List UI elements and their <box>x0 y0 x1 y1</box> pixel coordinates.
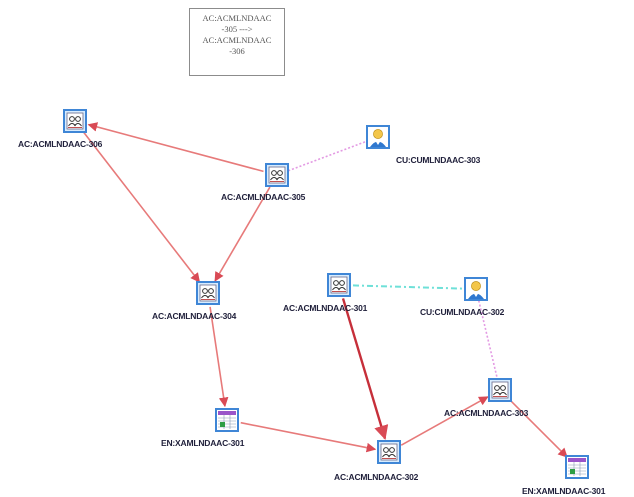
node-label-ac301: AC:ACMLNDAAC-301 <box>283 303 368 313</box>
tooltip-line-1: AC:ACMLNDAAC <box>202 13 272 23</box>
node-label-en301b: EN:XAMLNDAAC-301 <box>522 486 606 496</box>
tooltip-line-2: -305 ---> <box>221 24 253 34</box>
edge-en301a-ac302[interactable] <box>240 421 377 453</box>
node-label-cu303: CU:CUMLNDAAC-303 <box>396 155 481 165</box>
node-ac305[interactable] <box>265 163 289 187</box>
edges-layer <box>82 122 568 458</box>
tooltip-line-3: AC:ACMLNDAAC <box>202 35 272 45</box>
edge-ac305-cu303[interactable] <box>276 136 379 176</box>
node-ac306[interactable] <box>63 109 87 133</box>
edge-ac305-ac306[interactable] <box>87 122 264 173</box>
node-cu303[interactable] <box>366 125 390 149</box>
entity-icon <box>215 408 239 436</box>
edge-ac305-ac304[interactable] <box>214 186 271 282</box>
account-icon <box>488 378 512 406</box>
edge-ac301-cu302[interactable] <box>338 284 477 290</box>
edge-ac303-en301b[interactable] <box>509 399 568 458</box>
customer-icon <box>366 125 390 153</box>
edge-ac301-ac302[interactable] <box>341 298 389 440</box>
edge-ac304-en301a[interactable] <box>209 306 229 408</box>
edge-cu302-ac303[interactable] <box>475 288 501 391</box>
node-label-ac304: AC:ACMLNDAAC-304 <box>152 311 237 321</box>
customer-icon <box>464 277 488 305</box>
node-label-ac302: AC:ACMLNDAAC-302 <box>334 472 419 482</box>
edge-ac306-ac304[interactable] <box>82 131 201 283</box>
account-icon <box>63 109 87 137</box>
node-en301a[interactable] <box>215 408 239 432</box>
node-ac304[interactable] <box>196 281 220 305</box>
account-icon <box>327 273 351 301</box>
tooltip-line-4: -306 <box>229 46 245 56</box>
account-icon <box>196 281 220 309</box>
account-icon <box>265 163 289 191</box>
node-cu302[interactable] <box>464 277 488 301</box>
entity-icon <box>565 455 589 483</box>
node-label-ac303: AC:ACMLNDAAC-303 <box>444 408 529 418</box>
edge-tooltip: AC:ACMLNDAAC -305 ---> AC:ACMLNDAAC -306 <box>189 8 285 76</box>
node-label-en301a: EN:XAMLNDAAC-301 <box>161 438 245 448</box>
node-label-ac306: AC:ACMLNDAAC-306 <box>18 139 103 149</box>
node-ac301[interactable] <box>327 273 351 297</box>
node-ac302[interactable] <box>377 440 401 464</box>
account-icon <box>377 440 401 468</box>
node-label-cu302: CU:CUMLNDAAC-302 <box>420 307 505 317</box>
node-ac303[interactable] <box>488 378 512 402</box>
edge-ac302-ac303[interactable] <box>400 396 489 446</box>
node-label-ac305: AC:ACMLNDAAC-305 <box>221 192 306 202</box>
node-en301b[interactable] <box>565 455 589 479</box>
